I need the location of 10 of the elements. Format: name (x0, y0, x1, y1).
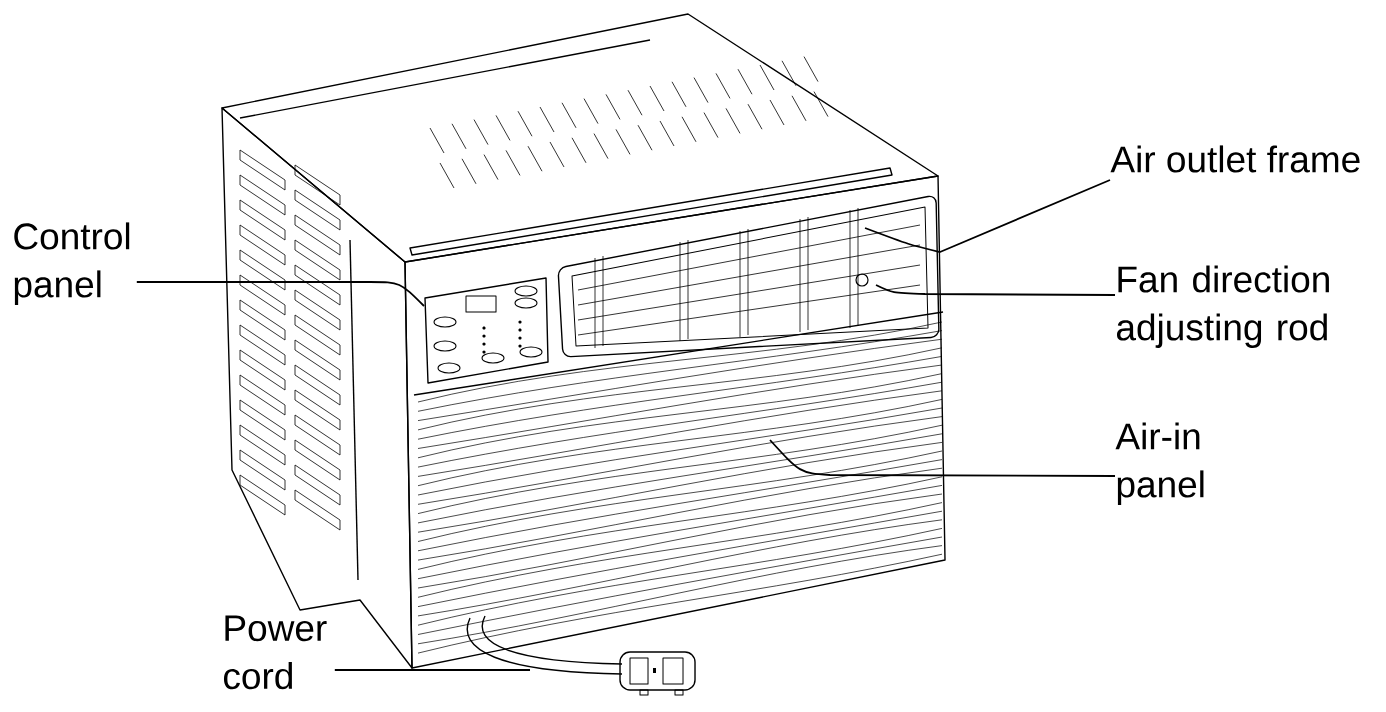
part-label: Fan direction adjusting rod (1117, 265, 1329, 348)
part-label: Power cord (223, 615, 327, 690)
part-label: Control panel (14, 222, 130, 305)
leader-line (875, 284, 1116, 296)
leader-line (333, 669, 531, 671)
leader-line (135, 281, 425, 307)
part-label: Air-in panel (1115, 422, 1204, 505)
leader-line (769, 439, 1116, 477)
part-label: Air outlet frame (1110, 145, 1360, 173)
leader-line (864, 179, 1111, 253)
